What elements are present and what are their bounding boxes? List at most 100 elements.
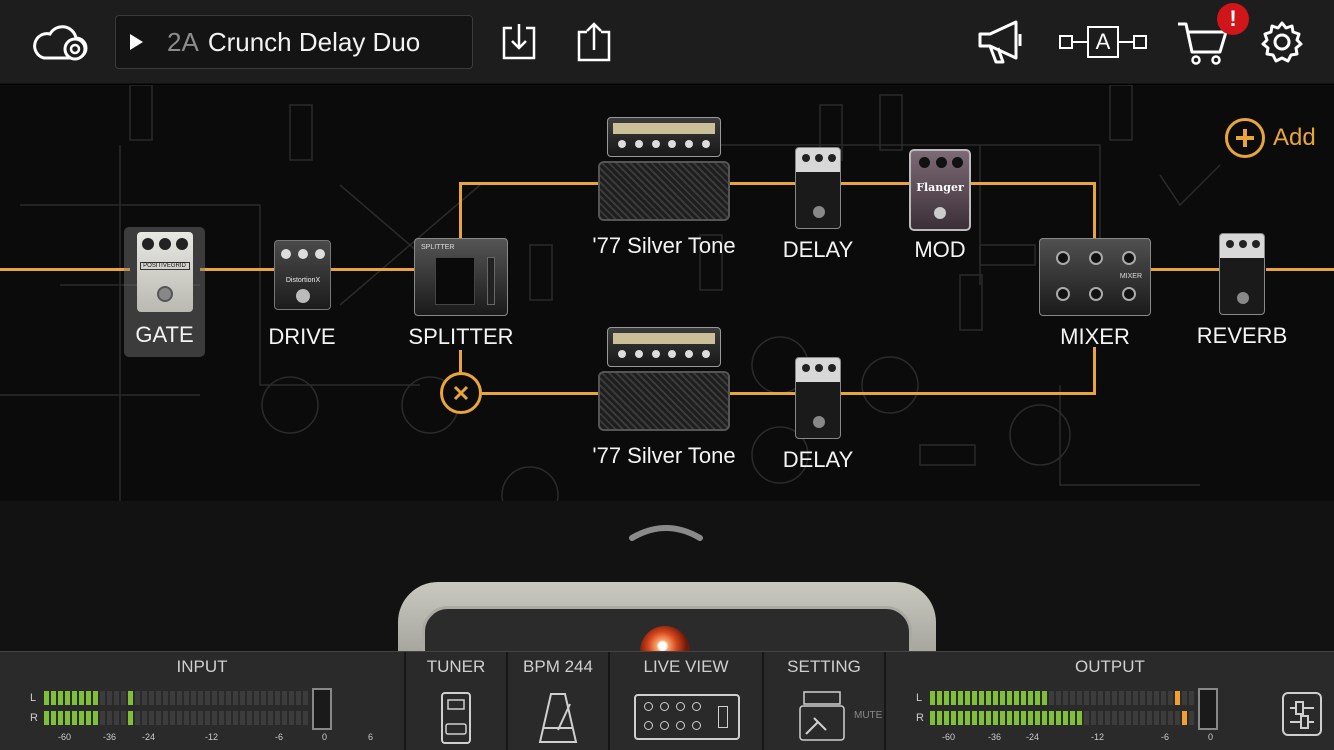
wire-bottom-path (482, 392, 1096, 395)
input-meter-segment (212, 711, 217, 725)
input-meter-segment (163, 691, 168, 705)
input-level-handle[interactable] (312, 688, 332, 730)
splitter-screen (435, 257, 475, 305)
input-meter-segment (51, 691, 56, 705)
input-meter-segment (191, 711, 196, 725)
ab-compare-button[interactable]: A (1059, 26, 1149, 58)
output-meter-segment (1028, 691, 1033, 705)
output-meter-segment (1126, 711, 1131, 725)
reverb-block[interactable]: REVERB (1197, 233, 1287, 349)
mod-footswitch (934, 207, 946, 219)
mod-label: MOD (914, 237, 966, 262)
live-view-button[interactable] (634, 694, 740, 740)
amp-b-block[interactable]: '77 Silver Tone (585, 327, 743, 469)
input-meter-segment (79, 711, 84, 725)
input-meter-segment (44, 691, 49, 705)
output-meter-segment (1112, 691, 1117, 705)
gate-block[interactable]: POSITIVEGRID GATE (124, 227, 205, 357)
delay-b-knobs (802, 364, 836, 372)
divider-1 (404, 652, 406, 750)
split-disable-button[interactable] (440, 372, 482, 414)
gate-brand-text: POSITIVEGRID (139, 262, 190, 270)
download-icon[interactable] (500, 22, 538, 62)
input-meter-segment (177, 691, 182, 705)
amp-a-block[interactable]: '77 Silver Tone (585, 117, 743, 259)
mixer-block[interactable]: MIXER MIXER (1034, 238, 1156, 350)
output-meter-segment (951, 711, 956, 725)
input-meter-segment (44, 711, 49, 725)
add-block-button[interactable]: Add (1225, 118, 1316, 158)
output-meter-segment (1168, 711, 1173, 725)
setting-button[interactable]: MUTE (792, 688, 882, 746)
input-meter-segment (156, 691, 161, 705)
drive-label: DRIVE (268, 324, 336, 349)
play-icon[interactable] (130, 34, 143, 50)
output-meter-segment (1000, 691, 1005, 705)
splitter-block[interactable]: SPLITTER SPLITTER (400, 238, 522, 350)
delay-a-block[interactable]: DELAY (778, 147, 858, 263)
output-meter-segment (1049, 691, 1054, 705)
setting-title: SETTING (787, 657, 861, 676)
gear-icon[interactable] (1260, 20, 1304, 64)
input-meter-right-label: R (30, 712, 38, 724)
input-meter-segment (303, 691, 308, 705)
output-meter-segment (1161, 711, 1166, 725)
output-settings-button[interactable] (1282, 692, 1322, 736)
input-meter-segment (114, 711, 119, 725)
input-scale-3: -12 (205, 732, 219, 742)
amp-a-cabinet (598, 161, 730, 221)
output-meter-segment (1189, 711, 1194, 725)
output-meter-segment (958, 711, 963, 725)
divider-5 (884, 652, 886, 750)
output-meter-segment (979, 711, 984, 725)
amp-b-knobs (618, 350, 710, 358)
output-meter-segment (958, 691, 963, 705)
input-meter-segment (170, 691, 175, 705)
delay-b-block[interactable]: DELAY (778, 357, 858, 473)
tuner-button[interactable] (441, 692, 471, 744)
metronome-icon[interactable] (536, 690, 580, 746)
output-meter-segment (965, 691, 970, 705)
gate-pedal: POSITIVEGRID (136, 232, 193, 312)
input-meter-segment (163, 711, 168, 725)
input-meter-segment (212, 691, 217, 705)
output-meter-segment (951, 691, 956, 705)
cloud-sync-icon[interactable] (30, 18, 92, 66)
output-meter-segment (1007, 691, 1012, 705)
live-view-pedal-icon (718, 706, 728, 728)
input-meter-segment (219, 711, 224, 725)
output-level-handle[interactable] (1198, 688, 1218, 730)
output-meter[interactable]: L R -60 -36 -24 -12 -6 0 (886, 682, 1226, 750)
input-meter[interactable]: L R -60 -36 -24 -12 -6 0 6 (0, 682, 404, 750)
output-meter-segment (1098, 691, 1103, 705)
input-meter-segment (254, 691, 259, 705)
preset-selector[interactable]: 2A Crunch Delay Duo (115, 15, 473, 69)
input-meter-segment (93, 691, 98, 705)
wire-input (0, 268, 130, 271)
output-meter-segment (1154, 691, 1159, 705)
input-meter-segment (86, 691, 91, 705)
output-meter-segment (1189, 691, 1194, 705)
output-meter-segment (1119, 711, 1124, 725)
output-meter-segment (1161, 691, 1166, 705)
output-title: OUTPUT (1075, 657, 1145, 676)
input-meter-segment (219, 691, 224, 705)
input-meter-segment (135, 691, 140, 705)
output-scale-2: -24 (1026, 732, 1040, 742)
output-meter-segment (1182, 711, 1187, 725)
chevron-up-icon[interactable] (628, 518, 704, 547)
mod-block[interactable]: Flanger MOD (900, 149, 980, 263)
output-meter-segment (937, 691, 942, 705)
tuner-title: TUNER (426, 657, 486, 676)
input-meter-segment (226, 711, 231, 725)
output-meter-segment (937, 711, 942, 725)
output-meter-segment (1154, 711, 1159, 725)
megaphone-icon[interactable] (976, 18, 1026, 66)
input-meter-segment (86, 711, 91, 725)
drive-block[interactable]: DistortionX DRIVE (262, 240, 342, 350)
share-icon[interactable] (575, 22, 613, 62)
output-meter-segment (1056, 691, 1061, 705)
input-meter-segment (226, 691, 231, 705)
cart-icon[interactable] (1176, 20, 1228, 66)
plus-icon (1225, 118, 1265, 158)
